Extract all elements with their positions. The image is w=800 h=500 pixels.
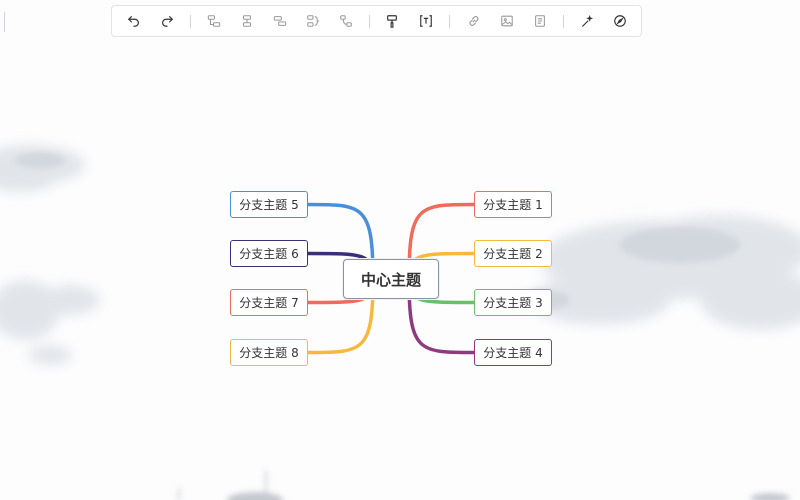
branch-topic-7[interactable]: 分支主题 7 (230, 289, 308, 316)
undo-icon (128, 16, 139, 27)
insert-sibling-button[interactable] (235, 10, 259, 32)
insert-child-button[interactable] (202, 10, 226, 32)
branch-topic-6[interactable]: 分支主题 6 (230, 240, 308, 267)
branch-topic-8[interactable]: 分支主题 8 (230, 339, 308, 366)
format-painter-icon (387, 15, 397, 28)
branch-topic-2[interactable]: 分支主题 2 (474, 240, 552, 267)
link-icon (469, 16, 479, 26)
theme-button[interactable] (608, 10, 632, 32)
branch-connector-5 (306, 202, 375, 281)
central-topic[interactable]: 中心主题 (343, 259, 439, 299)
image-icon (501, 15, 513, 27)
branch-connector-1 (407, 202, 476, 281)
redo-icon (162, 16, 173, 27)
branch-topic-3[interactable]: 分支主题 3 (474, 289, 552, 316)
insert-child-icon (207, 15, 221, 27)
association-icon (340, 15, 352, 27)
insert-sibling-icon (242, 15, 252, 27)
panel-edge-divider (4, 12, 5, 32)
branch-topic-5[interactable]: 分支主题 5 (230, 191, 308, 218)
text-format-icon (420, 15, 432, 27)
insert-parent-icon (273, 16, 287, 26)
branch-topic-4[interactable]: 分支主题 4 (474, 339, 552, 366)
image-button[interactable] (495, 10, 519, 32)
note-icon (535, 15, 545, 27)
link-button[interactable] (462, 10, 486, 32)
compass-icon (614, 15, 626, 27)
magic-button[interactable] (575, 10, 599, 32)
toolbar-separator (449, 15, 450, 28)
toolbar-separator (369, 15, 370, 28)
summary-button[interactable] (301, 10, 325, 32)
toolbar (111, 5, 642, 37)
undo-button[interactable] (122, 10, 146, 32)
toolbar-separator (563, 15, 564, 28)
redo-button[interactable] (155, 10, 179, 32)
branch-topic-1[interactable]: 分支主题 1 (474, 191, 552, 218)
magic-wand-icon (582, 14, 594, 27)
format-painter-button[interactable] (380, 10, 404, 32)
insert-parent-button[interactable] (268, 10, 292, 32)
text-format-button[interactable] (414, 10, 438, 32)
note-button[interactable] (528, 10, 552, 32)
toolbar-separator (190, 15, 191, 28)
association-button[interactable] (334, 10, 358, 32)
branch-connector-8 (306, 277, 375, 355)
branch-connector-4 (407, 277, 476, 355)
summary-icon (307, 15, 320, 27)
